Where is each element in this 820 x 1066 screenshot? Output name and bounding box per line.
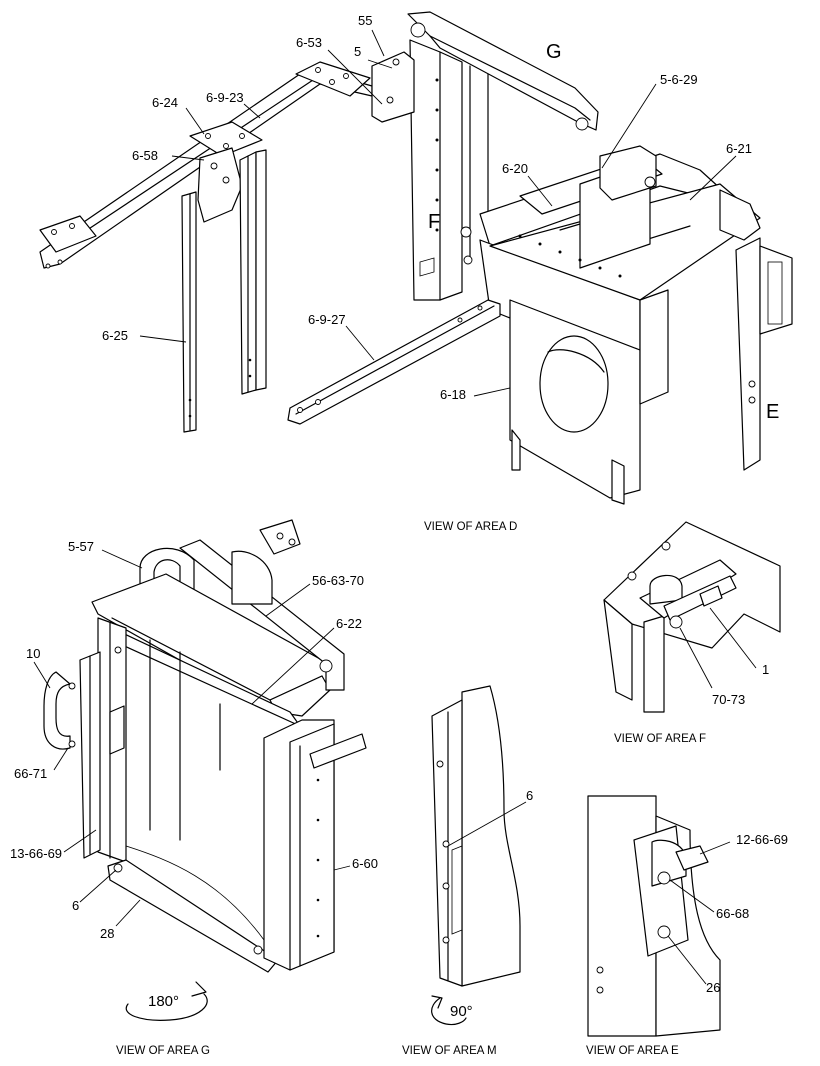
caption-view-area-f: VIEW OF AREA F xyxy=(614,733,706,745)
rotation-arrow-icon xyxy=(125,981,208,1021)
label-70-73: 70-73 xyxy=(712,692,745,707)
label-56-63-70: 56-63-70 xyxy=(312,573,364,588)
guard-frame-g xyxy=(43,519,367,973)
rotation-90: 90° xyxy=(450,1003,473,1020)
area-letter-g: G xyxy=(546,41,562,63)
area-e-view: 12-66-69 66-68 26 VIEW OF AREA E xyxy=(586,795,788,1057)
area-letter-f: F xyxy=(428,211,440,233)
label-26: 26 xyxy=(706,980,720,995)
area-f-view: 1 70-73 VIEW OF AREA F xyxy=(603,521,781,745)
label-13-66-69: 13-66-69 xyxy=(10,846,62,861)
label-6-24: 6-24 xyxy=(152,95,178,110)
label-6-60: 6-60 xyxy=(352,856,378,871)
label-5-6-29: 5-6-29 xyxy=(660,72,698,87)
upper-rear-frame xyxy=(407,11,599,301)
label-6-18: 6-18 xyxy=(440,387,466,402)
label-66-71: 66-71 xyxy=(14,766,47,781)
label-6-58: 6-58 xyxy=(132,148,158,163)
label-10: 10 xyxy=(26,646,40,661)
label-6-area-m: 6 xyxy=(526,788,533,803)
caption-view-area-e: VIEW OF AREA E xyxy=(586,1045,679,1057)
label-55: 55 xyxy=(358,13,372,28)
vertical-posts xyxy=(181,147,267,433)
label-5-57: 5-57 xyxy=(68,539,94,554)
area-d-view: 55 6-53 5 G 5-6-29 6-24 6-9-23 6-21 6-58… xyxy=(39,11,793,533)
label-66-68: 66-68 xyxy=(716,906,749,921)
rotation-180: 180° xyxy=(148,993,179,1010)
caption-view-area-g: VIEW OF AREA G xyxy=(116,1045,210,1057)
label-6-9-27: 6-9-27 xyxy=(308,312,346,327)
caption-view-area-m: VIEW OF AREA M xyxy=(402,1045,497,1057)
label-6-53: 6-53 xyxy=(296,35,322,50)
label-12-66-69: 12-66-69 xyxy=(736,832,788,847)
label-6-21: 6-21 xyxy=(726,141,752,156)
area-letter-e: E xyxy=(766,401,779,423)
label-6-9-23: 6-9-23 xyxy=(206,90,244,105)
caption-view-area-d: VIEW OF AREA D xyxy=(424,521,517,533)
label-1: 1 xyxy=(762,662,769,677)
area-g-view: 5-57 56-63-70 6-22 10 66-71 13-66-69 6 2… xyxy=(10,519,378,1057)
label-6-20: 6-20 xyxy=(502,161,528,176)
area-g-callouts: 5-57 56-63-70 6-22 10 66-71 13-66-69 6 2… xyxy=(10,539,378,1057)
bolt-group-55 xyxy=(371,51,415,123)
label-6-22: 6-22 xyxy=(336,616,362,631)
area-d-callouts: 55 6-53 5 G 5-6-29 6-24 6-9-23 6-21 6-58… xyxy=(102,13,779,533)
label-28: 28 xyxy=(100,926,114,941)
radiator-guard-frame xyxy=(460,145,793,505)
label-6-area-g: 6 xyxy=(72,898,79,913)
area-m-view: 6 90° VIEW OF AREA M xyxy=(402,685,533,1057)
label-6-25: 6-25 xyxy=(102,328,128,343)
bracket-6-24 xyxy=(189,121,263,157)
label-5: 5 xyxy=(354,44,361,59)
rotation-arrow-icon xyxy=(431,995,467,1026)
lower-cross-rail xyxy=(287,299,501,425)
